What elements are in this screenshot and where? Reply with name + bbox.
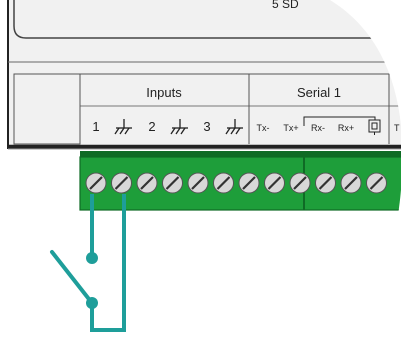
terminal-screw-icon: [315, 172, 336, 194]
serial1-header: Serial 1: [297, 85, 341, 100]
terminal-screws: [85, 172, 387, 194]
terminal-screw-icon: [238, 172, 260, 194]
label-area-blank-cell: [13, 73, 81, 145]
terminal-screw-icon: [162, 172, 183, 194]
switch-contact-upper: [86, 252, 98, 264]
switch-wiring: [50, 194, 126, 332]
terminal-block: [79, 151, 401, 211]
cutaway-view: 5 SD Inputs Serial 1 1 2 3 Tx- Tx+ Rx- R…: [7, 0, 401, 211]
terminal-screw-icon: [111, 172, 132, 194]
terminal-screw-icon: [85, 172, 107, 194]
ground-symbol-icon: [225, 119, 243, 135]
inputs-header: Inputs: [146, 85, 182, 100]
terminal-label-tx-minus: Tx-: [257, 123, 270, 133]
top-panel: [13, 0, 401, 39]
switch-contact-lower: [86, 297, 98, 309]
terminal-screw-icon: [213, 172, 234, 194]
terminal-label-input-1: 1: [92, 119, 99, 134]
terminal-label-tx-plus: Tx+: [283, 123, 298, 133]
terminal-screw-icon: [289, 172, 311, 194]
partial-device-label: 5 SD: [272, 0, 299, 11]
terminal-screw-icon: [187, 172, 209, 194]
terminal-label-cut: T: [394, 123, 400, 133]
terminal-screw-icon: [264, 172, 285, 194]
terminal-screw-icon: [340, 172, 362, 194]
switch-blade: [50, 250, 94, 305]
terminal-label-rx-plus: Rx+: [338, 123, 354, 133]
terminal-label-input-3: 3: [203, 119, 210, 134]
terminal-label-input-2: 2: [148, 119, 155, 134]
terminal-screw-icon: [136, 172, 158, 194]
terminal-screw-icon: [366, 172, 387, 194]
ground-symbol-icon: [114, 119, 132, 135]
terminal-label-rx-minus: Rx-: [311, 123, 325, 133]
wire-ground: [90, 194, 126, 332]
termination-resistor-icon: [368, 119, 381, 135]
rx-bracket-icon: [303, 116, 376, 126]
ground-symbol-icon: [170, 119, 188, 135]
